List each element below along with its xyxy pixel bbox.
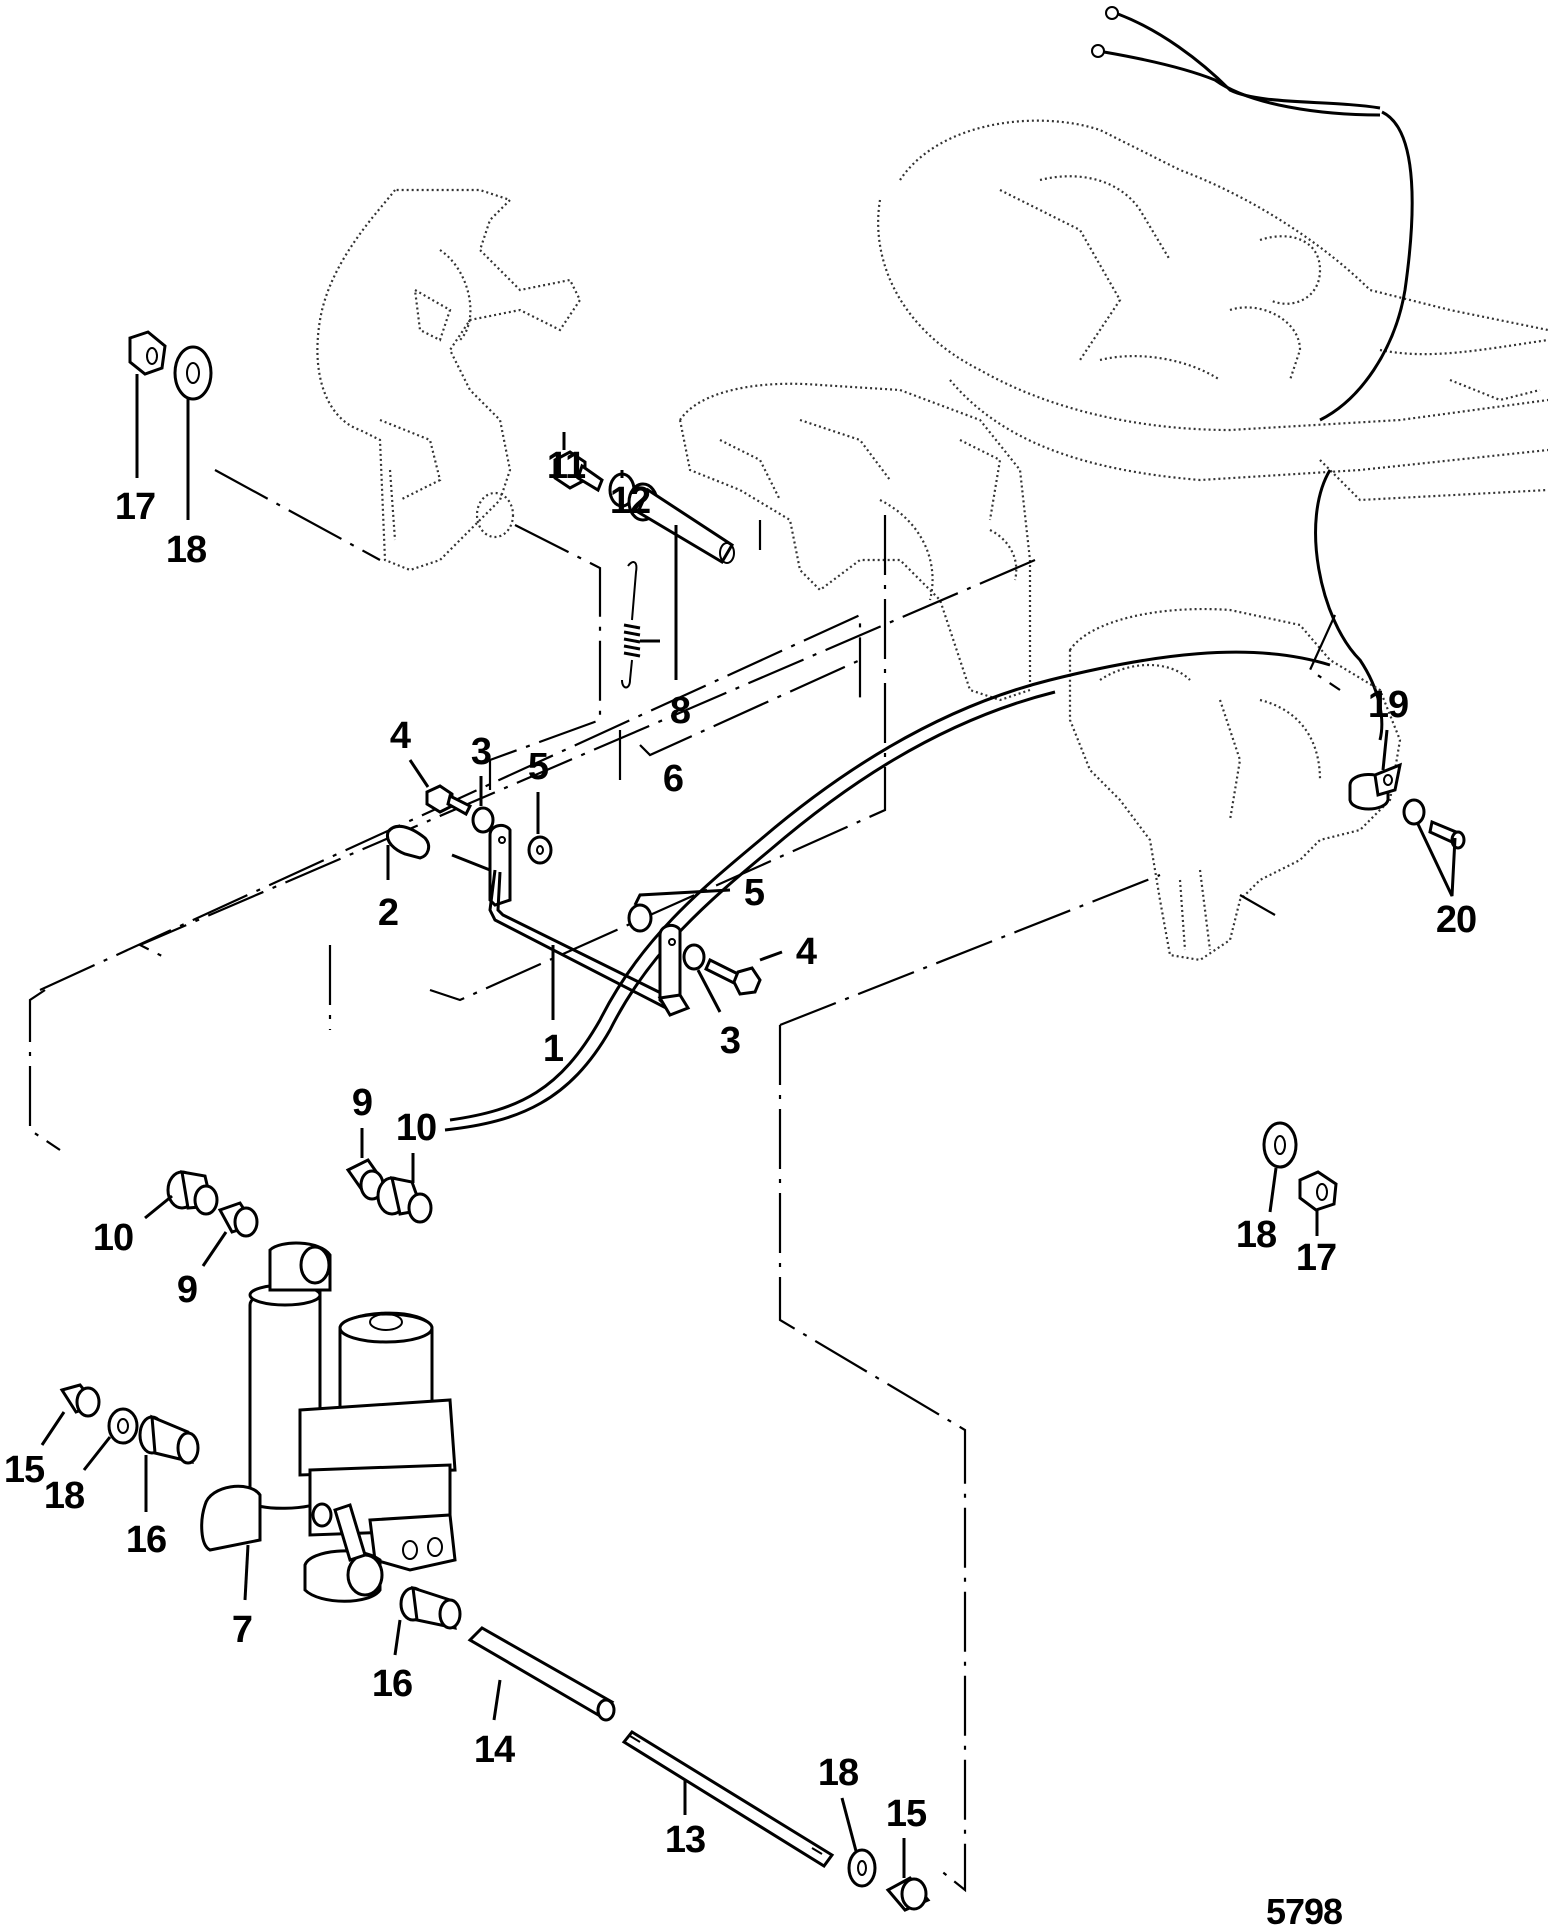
trim-pump-7 [200, 1241, 457, 1603]
callout-5: 5 [743, 872, 765, 914]
washer-18-left [82, 1407, 139, 1471]
cap-2 [385, 824, 431, 880]
pivot-pin-8 [627, 482, 735, 680]
washer-5-upper [527, 792, 553, 865]
washer-5-lower [627, 888, 731, 933]
callout-8: 8 [669, 690, 691, 732]
callout-13: 13 [664, 1819, 706, 1861]
trim-cable [444, 650, 1331, 1132]
nut-3-upper [471, 776, 495, 834]
bushing-16-right [393, 1585, 462, 1656]
callout-17: 17 [114, 486, 156, 528]
wire-harness [1091, 6, 1414, 741]
callout-3: 3 [719, 1020, 741, 1062]
tube-14 [467, 1626, 616, 1722]
callout-20: 20 [1435, 899, 1477, 941]
callout-10: 10 [395, 1107, 437, 1149]
callout-4: 4 [389, 715, 411, 757]
callout-3: 3 [470, 731, 492, 773]
bolt-4-upper [408, 759, 473, 817]
stern-bracket-center-phantom [678, 382, 1032, 702]
callout-2: 2 [377, 892, 399, 934]
callout-11: 11 [546, 445, 586, 487]
bushing-16-left [138, 1414, 200, 1512]
callout-7: 7 [231, 1609, 253, 1651]
transom-bracket-right-phantom [1068, 607, 1402, 962]
engine-phantom-upper-right [877, 119, 1548, 502]
bushing-10-upper [376, 1153, 433, 1224]
alignment-lines [28, 469, 1341, 1893]
screw-washer-20 [1402, 798, 1466, 897]
transom-bracket-left-phantom [316, 188, 582, 572]
callout-16: 16 [125, 1519, 167, 1561]
bolt-11 [553, 432, 604, 493]
washer-18-top-left [173, 345, 213, 520]
callout-15: 15 [3, 1449, 45, 1491]
callout-18: 18 [165, 529, 207, 571]
callout-18: 18 [43, 1475, 85, 1517]
washer-18-right [1262, 1121, 1298, 1213]
bushing-10-left [144, 1170, 219, 1220]
bushing-15-bottom [885, 1838, 931, 1912]
callout-14: 14 [473, 1729, 515, 1771]
callout-5: 5 [527, 746, 549, 788]
spring-6 [621, 561, 660, 689]
callout-18: 18 [817, 1752, 859, 1794]
nut-17-top-left [128, 330, 167, 478]
callout-19: 19 [1367, 684, 1409, 726]
callout-18: 18 [1235, 1214, 1277, 1256]
callout-17: 17 [1295, 1237, 1337, 1279]
nut-3-lower [682, 943, 722, 1013]
callout-1: 1 [542, 1028, 564, 1070]
cable-clamp-19 [1348, 729, 1403, 811]
callout-16: 16 [371, 1663, 413, 1705]
figure-number: 5798 [1265, 1891, 1343, 1932]
callout-12: 12 [609, 480, 651, 522]
bolt-4-lower [704, 950, 783, 996]
trim-rod-1 [451, 823, 691, 1020]
bushing-15-left [40, 1383, 101, 1446]
callout-6: 6 [662, 758, 684, 800]
callout-9: 9 [351, 1082, 373, 1124]
bushing-9-left [201, 1201, 259, 1267]
stud-13 [621, 1730, 835, 1869]
washer-18-bottom [840, 1797, 877, 1888]
callout-15: 15 [885, 1793, 927, 1835]
nut-17-right [1298, 1170, 1338, 1236]
callout-4: 4 [795, 931, 817, 973]
callout-9: 9 [176, 1269, 198, 1311]
callout-10: 10 [92, 1217, 134, 1259]
